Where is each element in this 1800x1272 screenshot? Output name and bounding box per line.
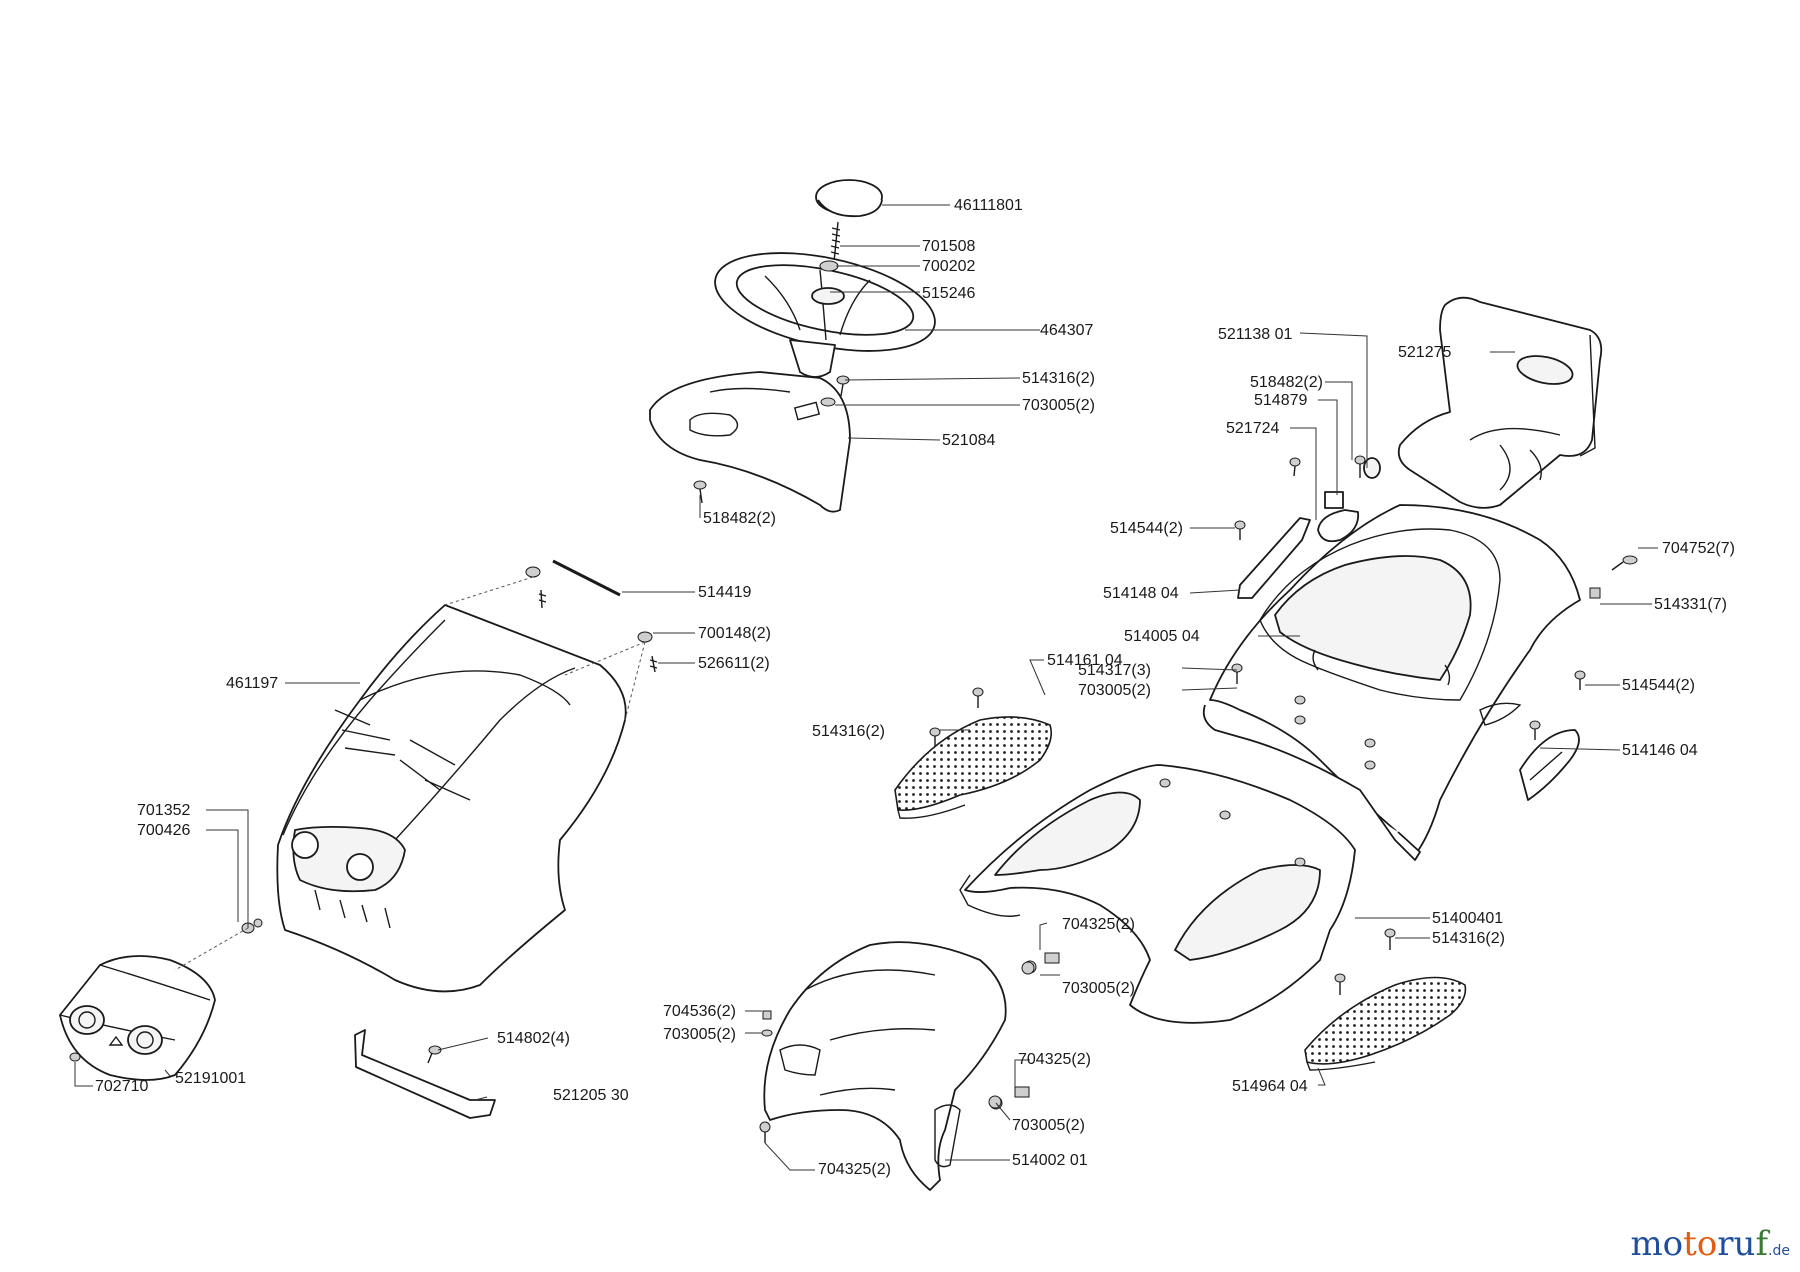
- rear-fender-lip: [1202, 704, 1421, 861]
- hood-rod-part: [552, 559, 621, 597]
- steering-wheel-part: [714, 252, 936, 378]
- label-514316-2-c: 514316(2): [1432, 930, 1505, 947]
- brand-tld: .de: [1768, 1243, 1790, 1259]
- label-514161-04: 514161 04: [1047, 652, 1123, 669]
- front-shroud-fasteners: [988, 961, 1035, 1109]
- fender-bracket-part: [1237, 517, 1311, 599]
- label-700148-2: 700148(2): [698, 625, 771, 642]
- label-514148-04: 514148 04: [1103, 585, 1179, 602]
- label-521724: 521724: [1226, 420, 1279, 437]
- label-700202: 700202: [922, 258, 975, 275]
- label-701508: 701508: [922, 238, 975, 255]
- label-514316-2-a: 514316(2): [1022, 370, 1095, 387]
- label-518482-2-a: 518482(2): [703, 510, 776, 527]
- brand-part-4: f: [1755, 1224, 1769, 1264]
- dashboard-panel-part: [649, 371, 851, 513]
- brand-part-3: ru: [1717, 1224, 1756, 1264]
- label-51400401: 51400401: [1432, 910, 1503, 927]
- label-514802-4: 514802(4): [497, 1030, 570, 1047]
- footplate-part: [959, 764, 1356, 1024]
- label-703005-2-c: 703005(2): [1062, 980, 1135, 997]
- label-703005-2-a: 703005(2): [1022, 397, 1095, 414]
- label-703005-2-b: 703005(2): [1078, 682, 1151, 699]
- label-521205-30: 521205 30: [553, 1087, 629, 1104]
- label-514964-04: 514964 04: [1232, 1078, 1308, 1095]
- label-704752-7: 704752(7): [1662, 540, 1735, 557]
- part-labels: 46111801 701508 700202 515246 464307 514…: [95, 197, 1735, 1178]
- right-foot-mat-part: [1304, 976, 1467, 1071]
- label-514005-04: 514005 04: [1124, 628, 1200, 645]
- label-514419: 514419: [698, 584, 751, 601]
- label-514146-04: 514146 04: [1622, 742, 1698, 759]
- label-464307: 464307: [1040, 322, 1093, 339]
- label-526611-2: 526611(2): [698, 655, 770, 672]
- label-514544-2-a: 514544(2): [1110, 520, 1183, 537]
- label-515246: 515246: [922, 285, 975, 302]
- label-703005-2-d: 703005(2): [663, 1026, 736, 1043]
- label-521138-01: 521138 01: [1218, 326, 1293, 343]
- steering-cap-part: [815, 179, 883, 218]
- label-52191001: 52191001: [175, 1070, 246, 1087]
- seat-switch-part: [1317, 457, 1381, 543]
- label-46111801: 46111801: [954, 197, 1023, 214]
- label-704325-2-b: 704325(2): [1018, 1051, 1091, 1068]
- label-704536-2: 704536(2): [663, 1003, 736, 1020]
- label-518482-2-b: 518482(2): [1250, 374, 1323, 391]
- seat-part: [1397, 296, 1603, 509]
- label-461197: 461197: [226, 675, 278, 692]
- label-514544-2-b: 514544(2): [1622, 677, 1695, 694]
- hood-part: [276, 604, 627, 993]
- label-703005-2-e: 703005(2): [1012, 1117, 1085, 1134]
- label-514002-01: 514002 01: [1012, 1152, 1088, 1169]
- front-shroud-part: [763, 941, 1007, 1191]
- mat-screws: [929, 687, 1396, 995]
- label-702710: 702710: [95, 1078, 148, 1095]
- brand-part-2: to: [1683, 1224, 1718, 1264]
- label-514879: 514879: [1254, 392, 1307, 409]
- headlight-part: [59, 955, 216, 1081]
- steering-screw-part: [830, 221, 841, 263]
- label-701352: 701352: [137, 802, 190, 819]
- label-704325-2-a: 704325(2): [1062, 916, 1135, 933]
- brand-part-1: mo: [1630, 1224, 1684, 1264]
- rear-fender-part: [1209, 504, 1581, 856]
- support-bracket-part: [354, 1029, 496, 1119]
- label-521275: 521275: [1398, 344, 1451, 361]
- fender-hardware: [1231, 455, 1638, 770]
- label-514316-2-b: 514316(2): [812, 723, 885, 740]
- label-700426: 700426: [137, 822, 190, 839]
- left-foot-mat-part: [894, 716, 1053, 819]
- label-514331-7: 514331(7): [1654, 596, 1727, 613]
- hood-hardware: [444, 566, 658, 721]
- leader-lines: [74, 204, 1658, 1171]
- label-514317-3: 514317(3): [1078, 662, 1151, 679]
- headlight-hardware: [69, 918, 263, 1062]
- side-clip-part: [1519, 729, 1580, 801]
- label-521084: 521084: [942, 432, 995, 449]
- brand-logo: motoruf.de: [1630, 1224, 1790, 1264]
- label-704325-2-c: 704325(2): [818, 1161, 891, 1178]
